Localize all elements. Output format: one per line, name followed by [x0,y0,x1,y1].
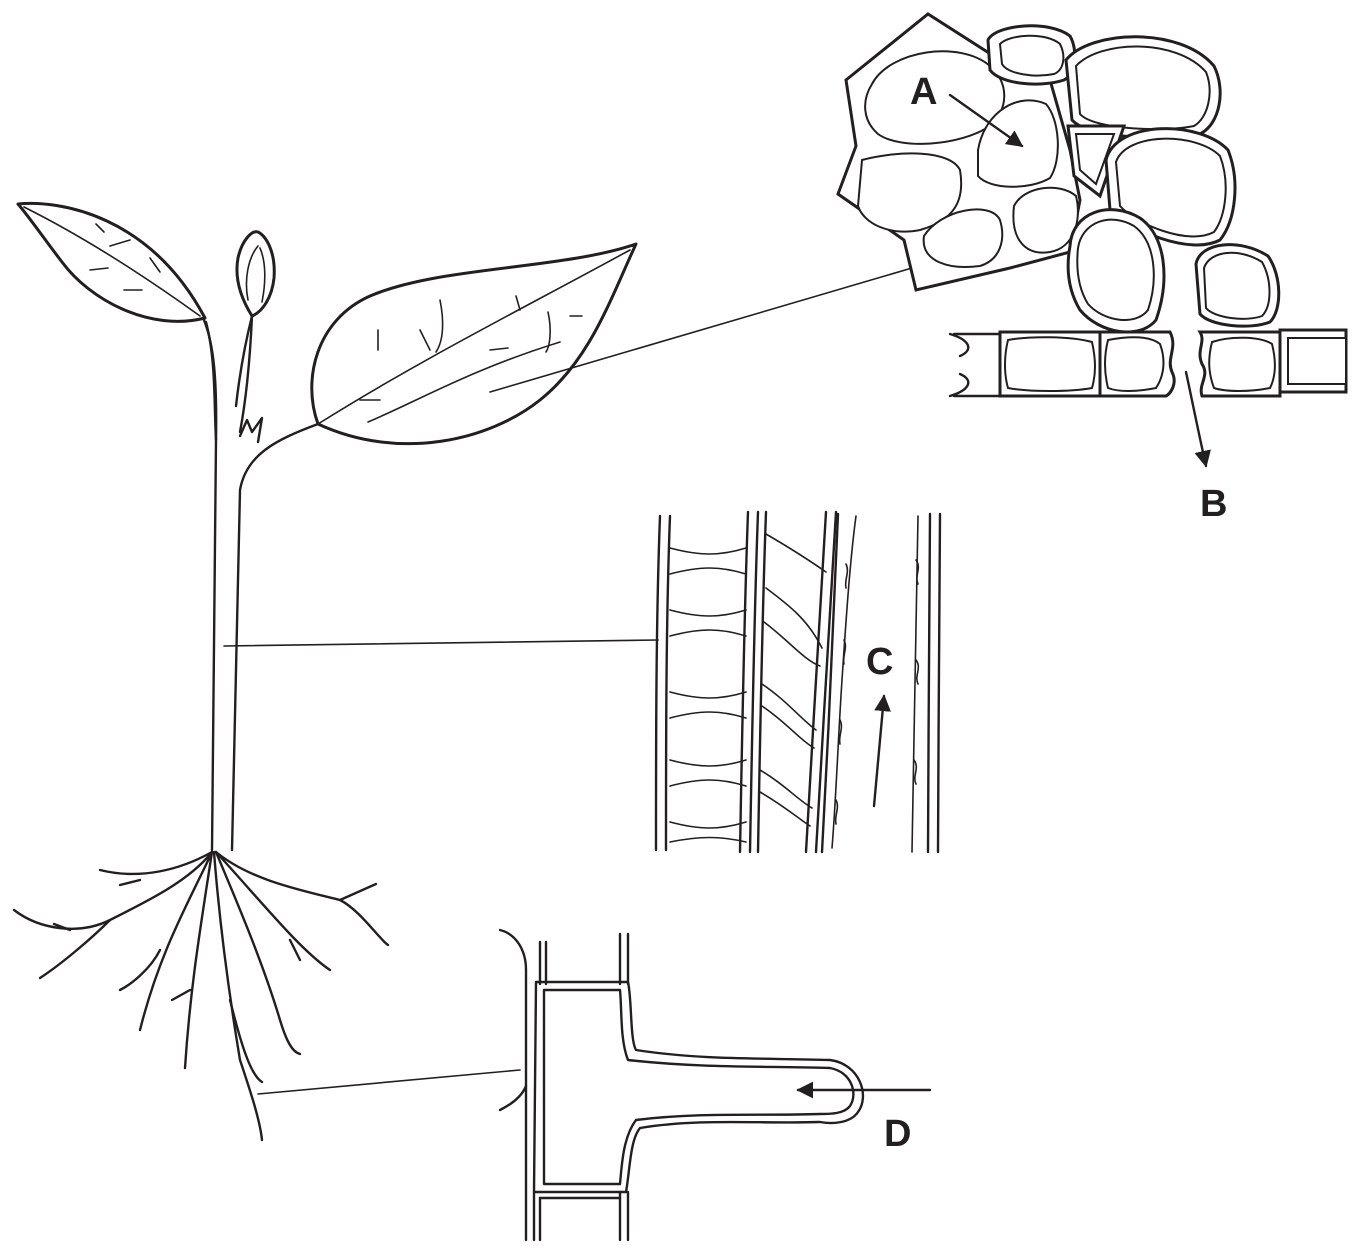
plant-left-leaf [16,201,207,323]
arrow-c [872,694,891,808]
leader-line-leaf [489,267,913,393]
label-a: A [910,71,937,113]
arrow-a [948,93,1024,148]
leader-line-root [257,1069,521,1095]
label-b: B [1200,483,1227,525]
arrow-b [1184,370,1211,468]
vessel-1-rungs [669,547,747,843]
label-c: C [866,641,893,683]
vessel-2-rungs [759,533,827,827]
leader-line-stem [223,639,659,647]
label-d: D [884,1113,911,1155]
plant-stem [202,314,320,852]
vessel-inset [654,510,942,854]
root-hair-inset [498,928,932,1242]
plant-right-leaf [310,242,638,446]
plant-terminal-bud [234,230,276,408]
leaf-cell-inset [836,12,1348,468]
plant [12,201,913,1142]
plant-roots [12,850,390,1142]
plant-node-bud [238,416,264,444]
